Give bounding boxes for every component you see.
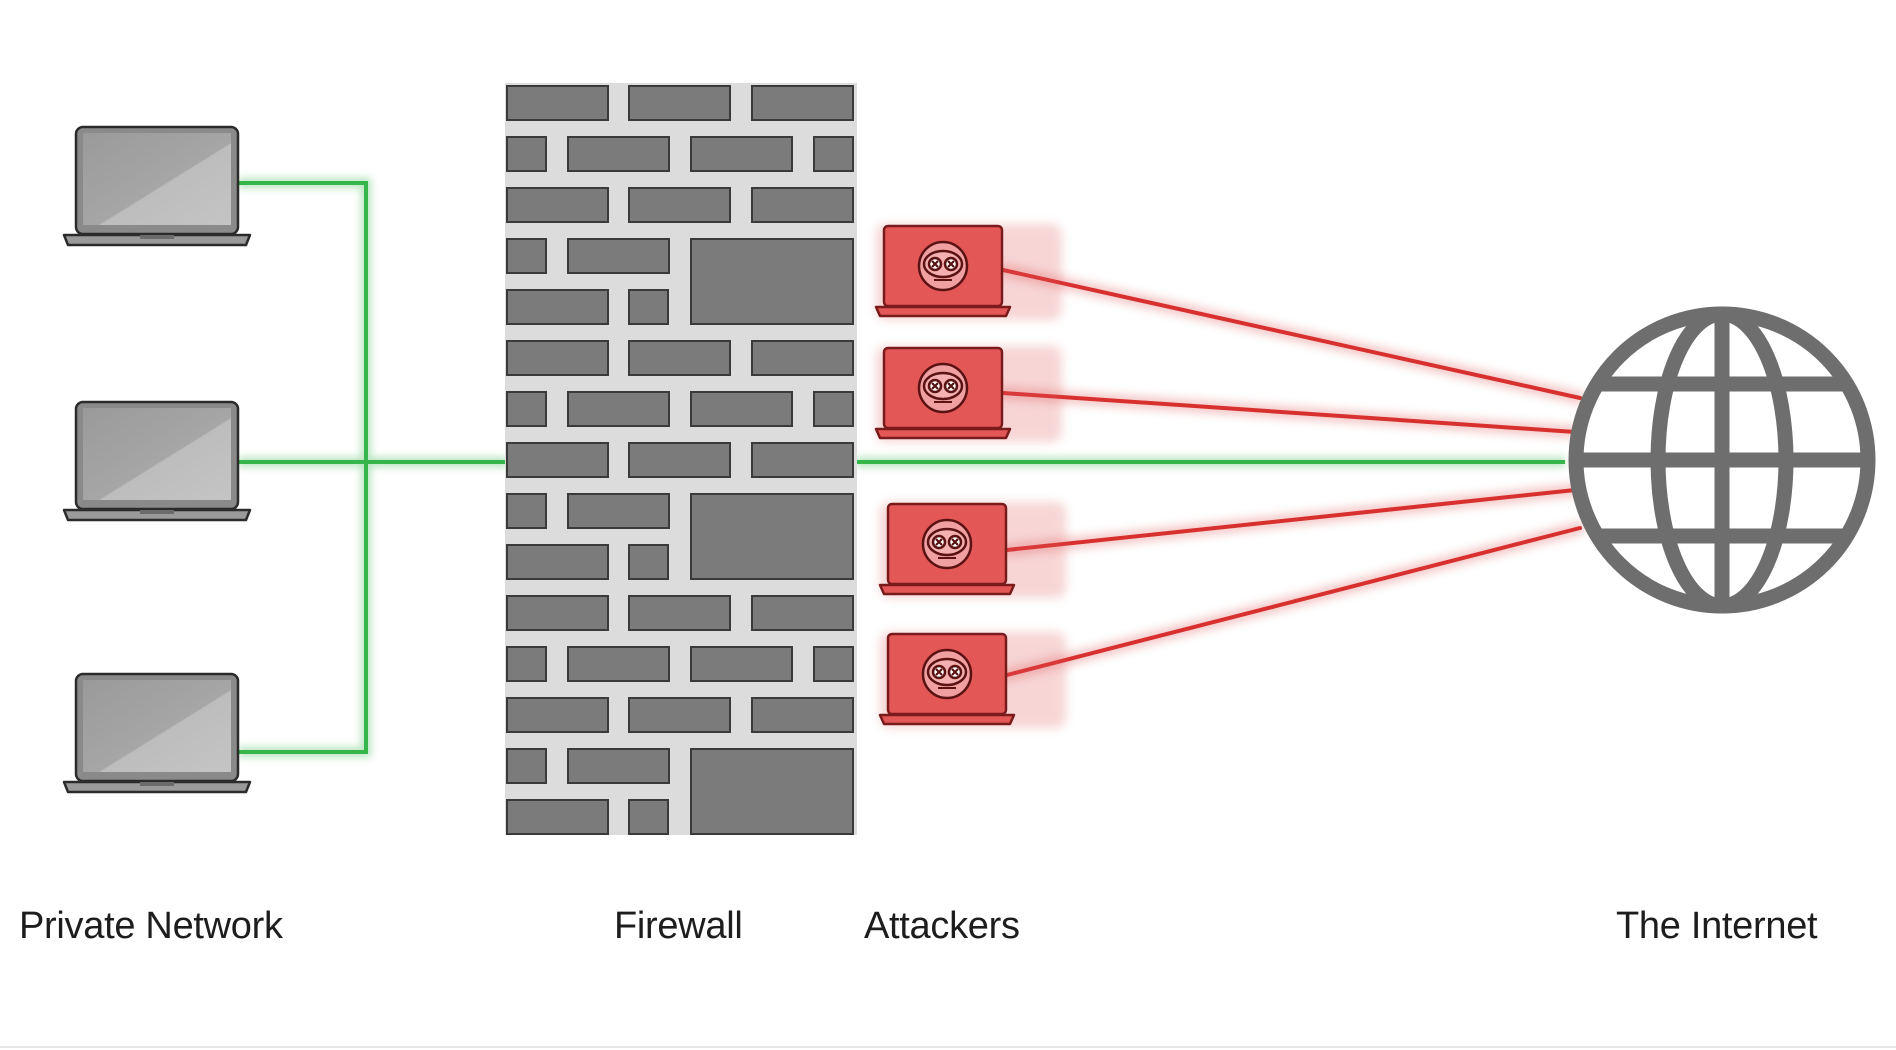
attack-lines <box>997 264 1586 681</box>
attack-line-1 <box>1001 268 1582 400</box>
attacker-laptops <box>874 224 1066 728</box>
laptop-icon <box>62 400 252 522</box>
firewall-label: Firewall <box>614 905 743 947</box>
bottom-divider <box>0 1046 1896 1048</box>
private-network-laptops <box>62 125 252 794</box>
attacker-laptop-icon <box>874 346 1062 442</box>
globe-icon <box>1568 306 1876 614</box>
attack-line-2 <box>1001 391 1577 434</box>
connection-line-laptop-1 <box>238 181 368 754</box>
attack-line-3 <box>1005 488 1577 552</box>
attacker-laptop-icon <box>874 224 1062 320</box>
attacker-laptop-icon <box>878 632 1066 728</box>
private-network-label: Private Network <box>19 905 283 947</box>
attacker-laptop-icon <box>878 502 1066 598</box>
brick-wall-icon <box>505 83 857 835</box>
attack-line-4 <box>1005 526 1582 677</box>
internet-label: The Internet <box>1616 905 1818 947</box>
laptop-icon <box>62 125 252 247</box>
private-network-wiring <box>238 178 1565 757</box>
attackers-label: Attackers <box>864 905 1020 947</box>
laptop-icon <box>62 672 252 794</box>
